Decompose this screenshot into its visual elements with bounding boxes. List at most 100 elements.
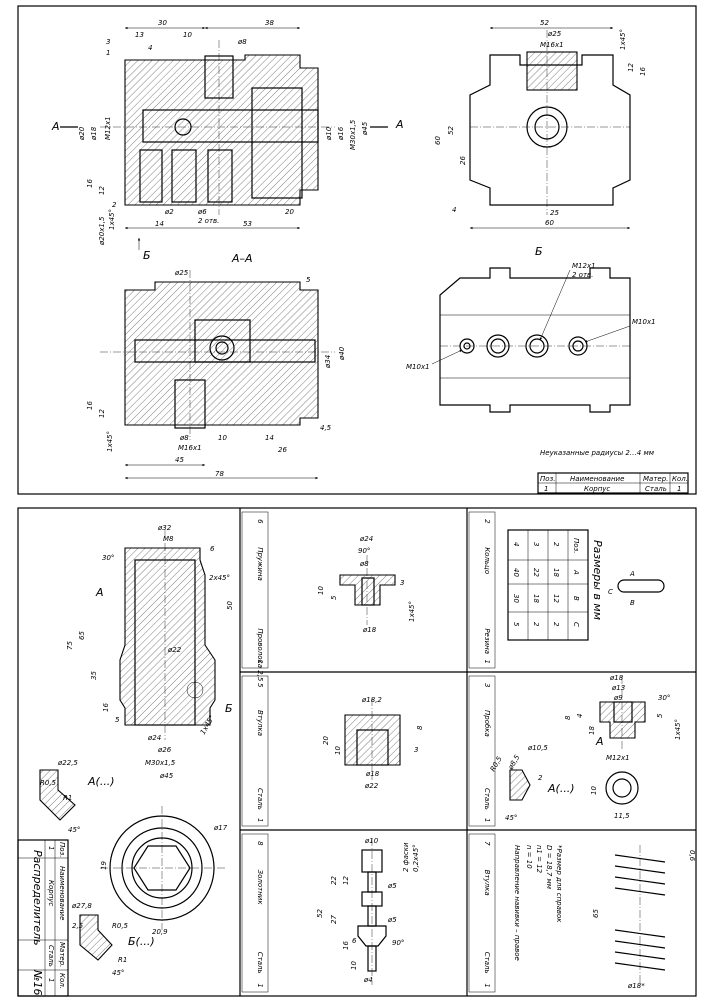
part-label-pos: 7 [483,841,491,846]
p4-dim-d8: ø8 [359,560,369,568]
part-label-frame [468,675,496,827]
p7-dim-75: 75 [66,641,74,650]
t1-h-pos: Поз. [540,475,556,483]
p3-dim-d9: ø9 [613,694,623,702]
p7-dim-30deg: 30° [102,554,114,562]
p3-dim-2: 2 [538,774,543,782]
p5-dim-d18-2: ø18,2 [361,696,382,704]
detail-b-label: Б(...) [128,935,155,948]
sheet2-frame [17,507,697,997]
ring-dim-b: B [630,599,635,607]
part-label-qty: 1 [256,983,264,987]
p8-dim-90: 90° [392,939,404,947]
t1-qty: 1 [677,485,681,493]
b-dim-2otv: 2 отв. [572,271,593,279]
dim-d2: ø2 [164,208,174,216]
section-aa-label: А–А [231,252,253,265]
p7-dim-19: 19 [100,861,108,870]
p7-dim-d17: ø17 [213,824,228,832]
spring-dim-65: 65 [592,909,600,918]
p7-dim-d26: ø26 [157,746,172,754]
side-dim-60: 60 [434,136,442,145]
part-label-pos: 5 [256,683,264,688]
p3-dim-5: 5 [656,713,664,718]
dim-4: 4 [148,44,152,52]
sizes-r0-1: 18 [552,568,560,577]
part-label-mat: Резина [483,628,491,654]
sizes-r2-2: 5 [512,622,520,627]
part-label-frame [241,675,269,827]
note-radii: Неуказанные радиусы 2…4 мм [540,449,655,457]
p7-dim-35: 35 [90,671,98,680]
p8-dim-2faski: 2 фаски [402,842,410,872]
side-dim-26: 26 [459,156,467,165]
p5-dim-8: 8 [416,725,424,730]
dim-16: 16 [86,179,94,188]
p4-dim-5: 5 [330,595,338,600]
detail-a-label: А(...) [87,775,115,788]
p7-dim-20-9: 20,9 [152,928,168,936]
dim-d20: ø20 [78,126,86,141]
tb-name: Корпус [47,880,55,906]
p7-dim-r0-5b: R0,5 [112,922,129,930]
section-mark-left: А [51,120,60,133]
dim-d10: ø10 [325,126,333,141]
sizes-r1-2: 18 [532,594,540,603]
sizes-h-c: C [572,622,580,627]
dim-14: 14 [155,220,164,228]
p4-dim-1x45: 1x45° [408,601,416,622]
p3-dim-10: 10 [590,786,598,795]
dim-53: 53 [243,220,252,228]
sheet1-title-table: Поз. Наименование Матер. Кол. 1 Корпус С… [537,472,689,494]
p7-dim-2-5: 2,5 [72,922,84,930]
dim-d20x1-5: ø20x1,5 [98,216,106,246]
dim-3: 3 [106,38,110,46]
spring-note-5: *Размер для справок [555,845,563,923]
p4-dim-d18: ø18 [362,626,377,634]
spring-dim-0-6: 0,6 [688,850,696,862]
part2-sizes-table: Размеры в мм Поз. A B C 2 18 12 2 3 22 1… [507,529,665,641]
part-label-name: Пружина [256,547,264,581]
p7-dim-d22-5: ø22,5 [57,759,78,767]
view-b-label: Б [535,245,543,258]
p8-dim-d5b: ø5 [387,916,397,924]
part4-bushing: ø24 90° ø8 10 5 3 1x45° ø18 [317,535,416,634]
tb-mat: Сталь [47,945,55,967]
p3-dim-11-5: 11,5 [614,812,630,820]
view-arrow-b: Б [143,249,151,262]
part-label-mat: Сталь [256,952,264,974]
aa-dim-26: 26 [278,446,287,454]
p5-dim-10: 10 [334,746,342,755]
aa-dim-14: 14 [265,434,274,442]
side-dim-16: 16 [639,67,647,76]
t1-h-name: Наименование [570,475,624,483]
aa-dim-78: 78 [215,470,224,478]
tb-h-name: Наименование [58,866,66,920]
sizes-r1-1: 22 [532,568,540,577]
part6-spring: Направление навивки – правое n = 10 n1 =… [513,845,696,990]
p5-dim-d22: ø22 [364,782,379,790]
body-bottom-view: Б M12x1 2 отв. M10x1 M10x1 Неуказанные р… [406,245,656,457]
dim-d45: ø45 [361,121,369,136]
tb-pos: 1 [47,846,55,850]
spring-note-2: n = 10 [525,845,533,869]
spring-note-3: n1 = 12 [535,845,543,874]
dim-m12: M12x1 [104,116,112,140]
side-dim-12: 12 [627,63,635,72]
tb-h-pos: Поз. [58,842,66,858]
p8-dim-d5a: ø5 [387,882,397,890]
p7-dim-d27-8: ø27,8 [71,902,92,910]
aa-dim-16: 16 [86,401,94,410]
part-label-frame [468,511,496,669]
side-dim-d25: ø25 [547,30,562,38]
t1-h-mat: Матер. [643,475,668,483]
aa-dim-d34: ø34 [324,355,332,369]
p3-dim-d8-5: ø8,5 [506,753,521,772]
part-label-frame [241,833,269,993]
part-label-mat: Сталь [256,788,264,810]
side-dim-52: 52 [540,19,549,27]
drawing-title: Распределитель [31,850,44,946]
part-label-frame [468,833,496,993]
sizes-r3-0: 4 [512,542,520,546]
spring-note-1: Направление навивки – правое [513,845,521,961]
